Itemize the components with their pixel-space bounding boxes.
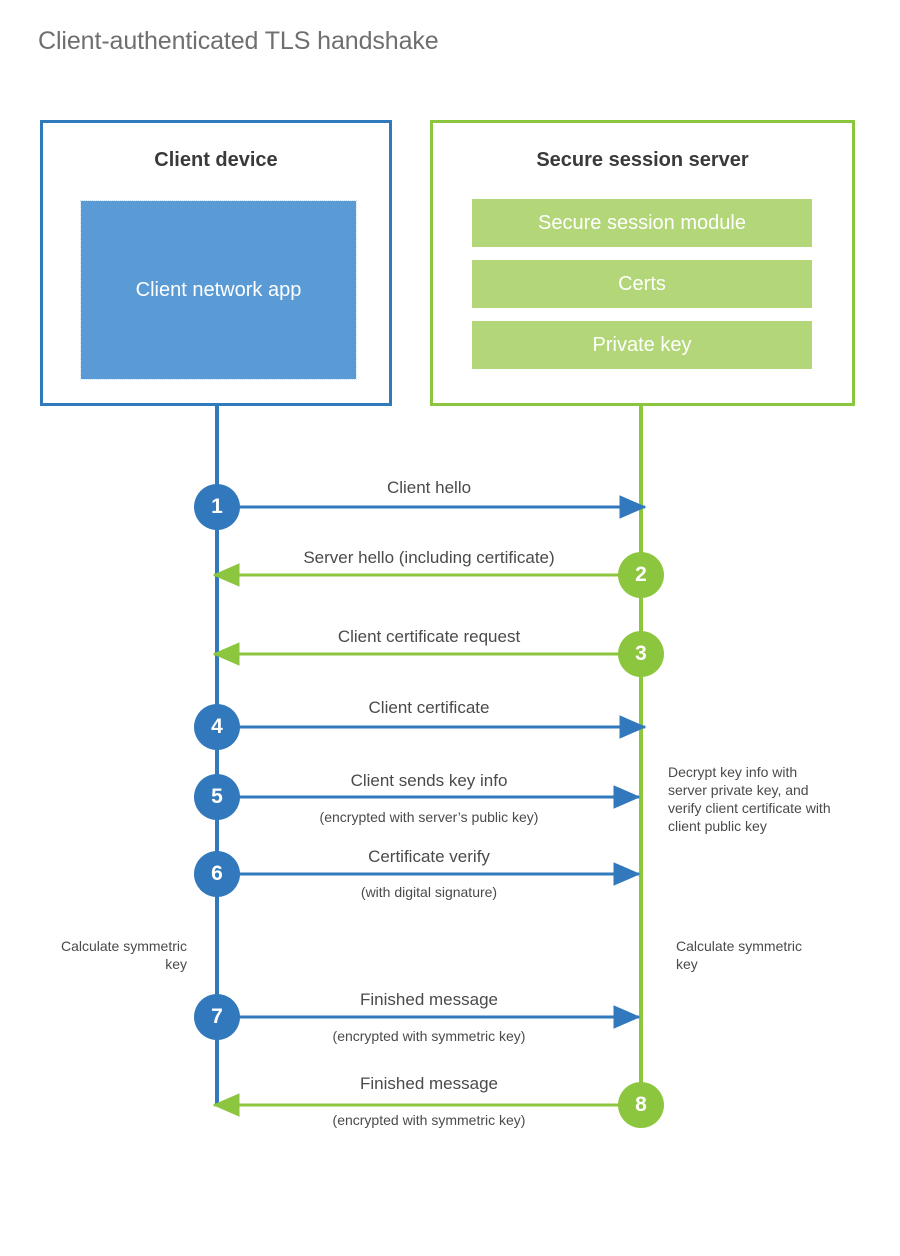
- server-item-certs: Certs: [472, 260, 812, 308]
- secure-session-server-box: Secure session server Secure session mod…: [430, 120, 855, 406]
- server-item-private-key: Private key: [472, 321, 812, 369]
- step-circle-2: 2: [618, 552, 664, 598]
- client-network-app-block: Client network app: [80, 200, 357, 380]
- step-circle-7: 7: [194, 994, 240, 1040]
- note-server-decrypt: Decrypt key info with server private key…: [668, 764, 831, 834]
- step-circle-6: 6: [194, 851, 240, 897]
- step-circle-4: 4: [194, 704, 240, 750]
- message-sublabel-7: (encrypted with symmetric key): [332, 1028, 526, 1044]
- note-server-calculate-symmetric-key: Calculate symmetric key: [676, 938, 803, 972]
- message-label-5: Client sends key info: [350, 771, 508, 790]
- message-sublabel-5: (encrypted with server’s public key): [319, 809, 539, 825]
- server-component-stack: Secure session module Certs Private key: [472, 199, 812, 369]
- message-label-3: Client certificate request: [337, 627, 521, 646]
- note-client-calculate-symmetric-key: Calculate symmetric key: [60, 938, 187, 972]
- step-circle-5: 5: [194, 774, 240, 820]
- message-label-4: Client certificate: [368, 698, 490, 717]
- message-label-7: Finished message: [360, 990, 498, 1009]
- secure-session-server-title: Secure session server: [536, 149, 749, 171]
- step-circle-3: 3: [618, 631, 664, 677]
- client-device-title: Client device: [154, 149, 278, 171]
- page-title: Client-authenticated TLS handshake: [38, 27, 439, 55]
- step-circle-8: 8: [618, 1082, 664, 1128]
- server-item-secure-session-module: Secure session module: [472, 199, 812, 247]
- message-sublabel-8: (encrypted with symmetric key): [332, 1112, 526, 1128]
- message-label-2: Server hello (including certificate): [303, 548, 555, 567]
- step-circle-1: 1: [194, 484, 240, 530]
- message-label-6: Certificate verify: [368, 847, 490, 866]
- message-sublabel-6: (with digital signature): [360, 884, 498, 900]
- message-label-1: Client hello: [386, 478, 472, 497]
- message-label-8: Finished message: [360, 1074, 498, 1093]
- client-device-box: Client device Client network app: [40, 120, 392, 406]
